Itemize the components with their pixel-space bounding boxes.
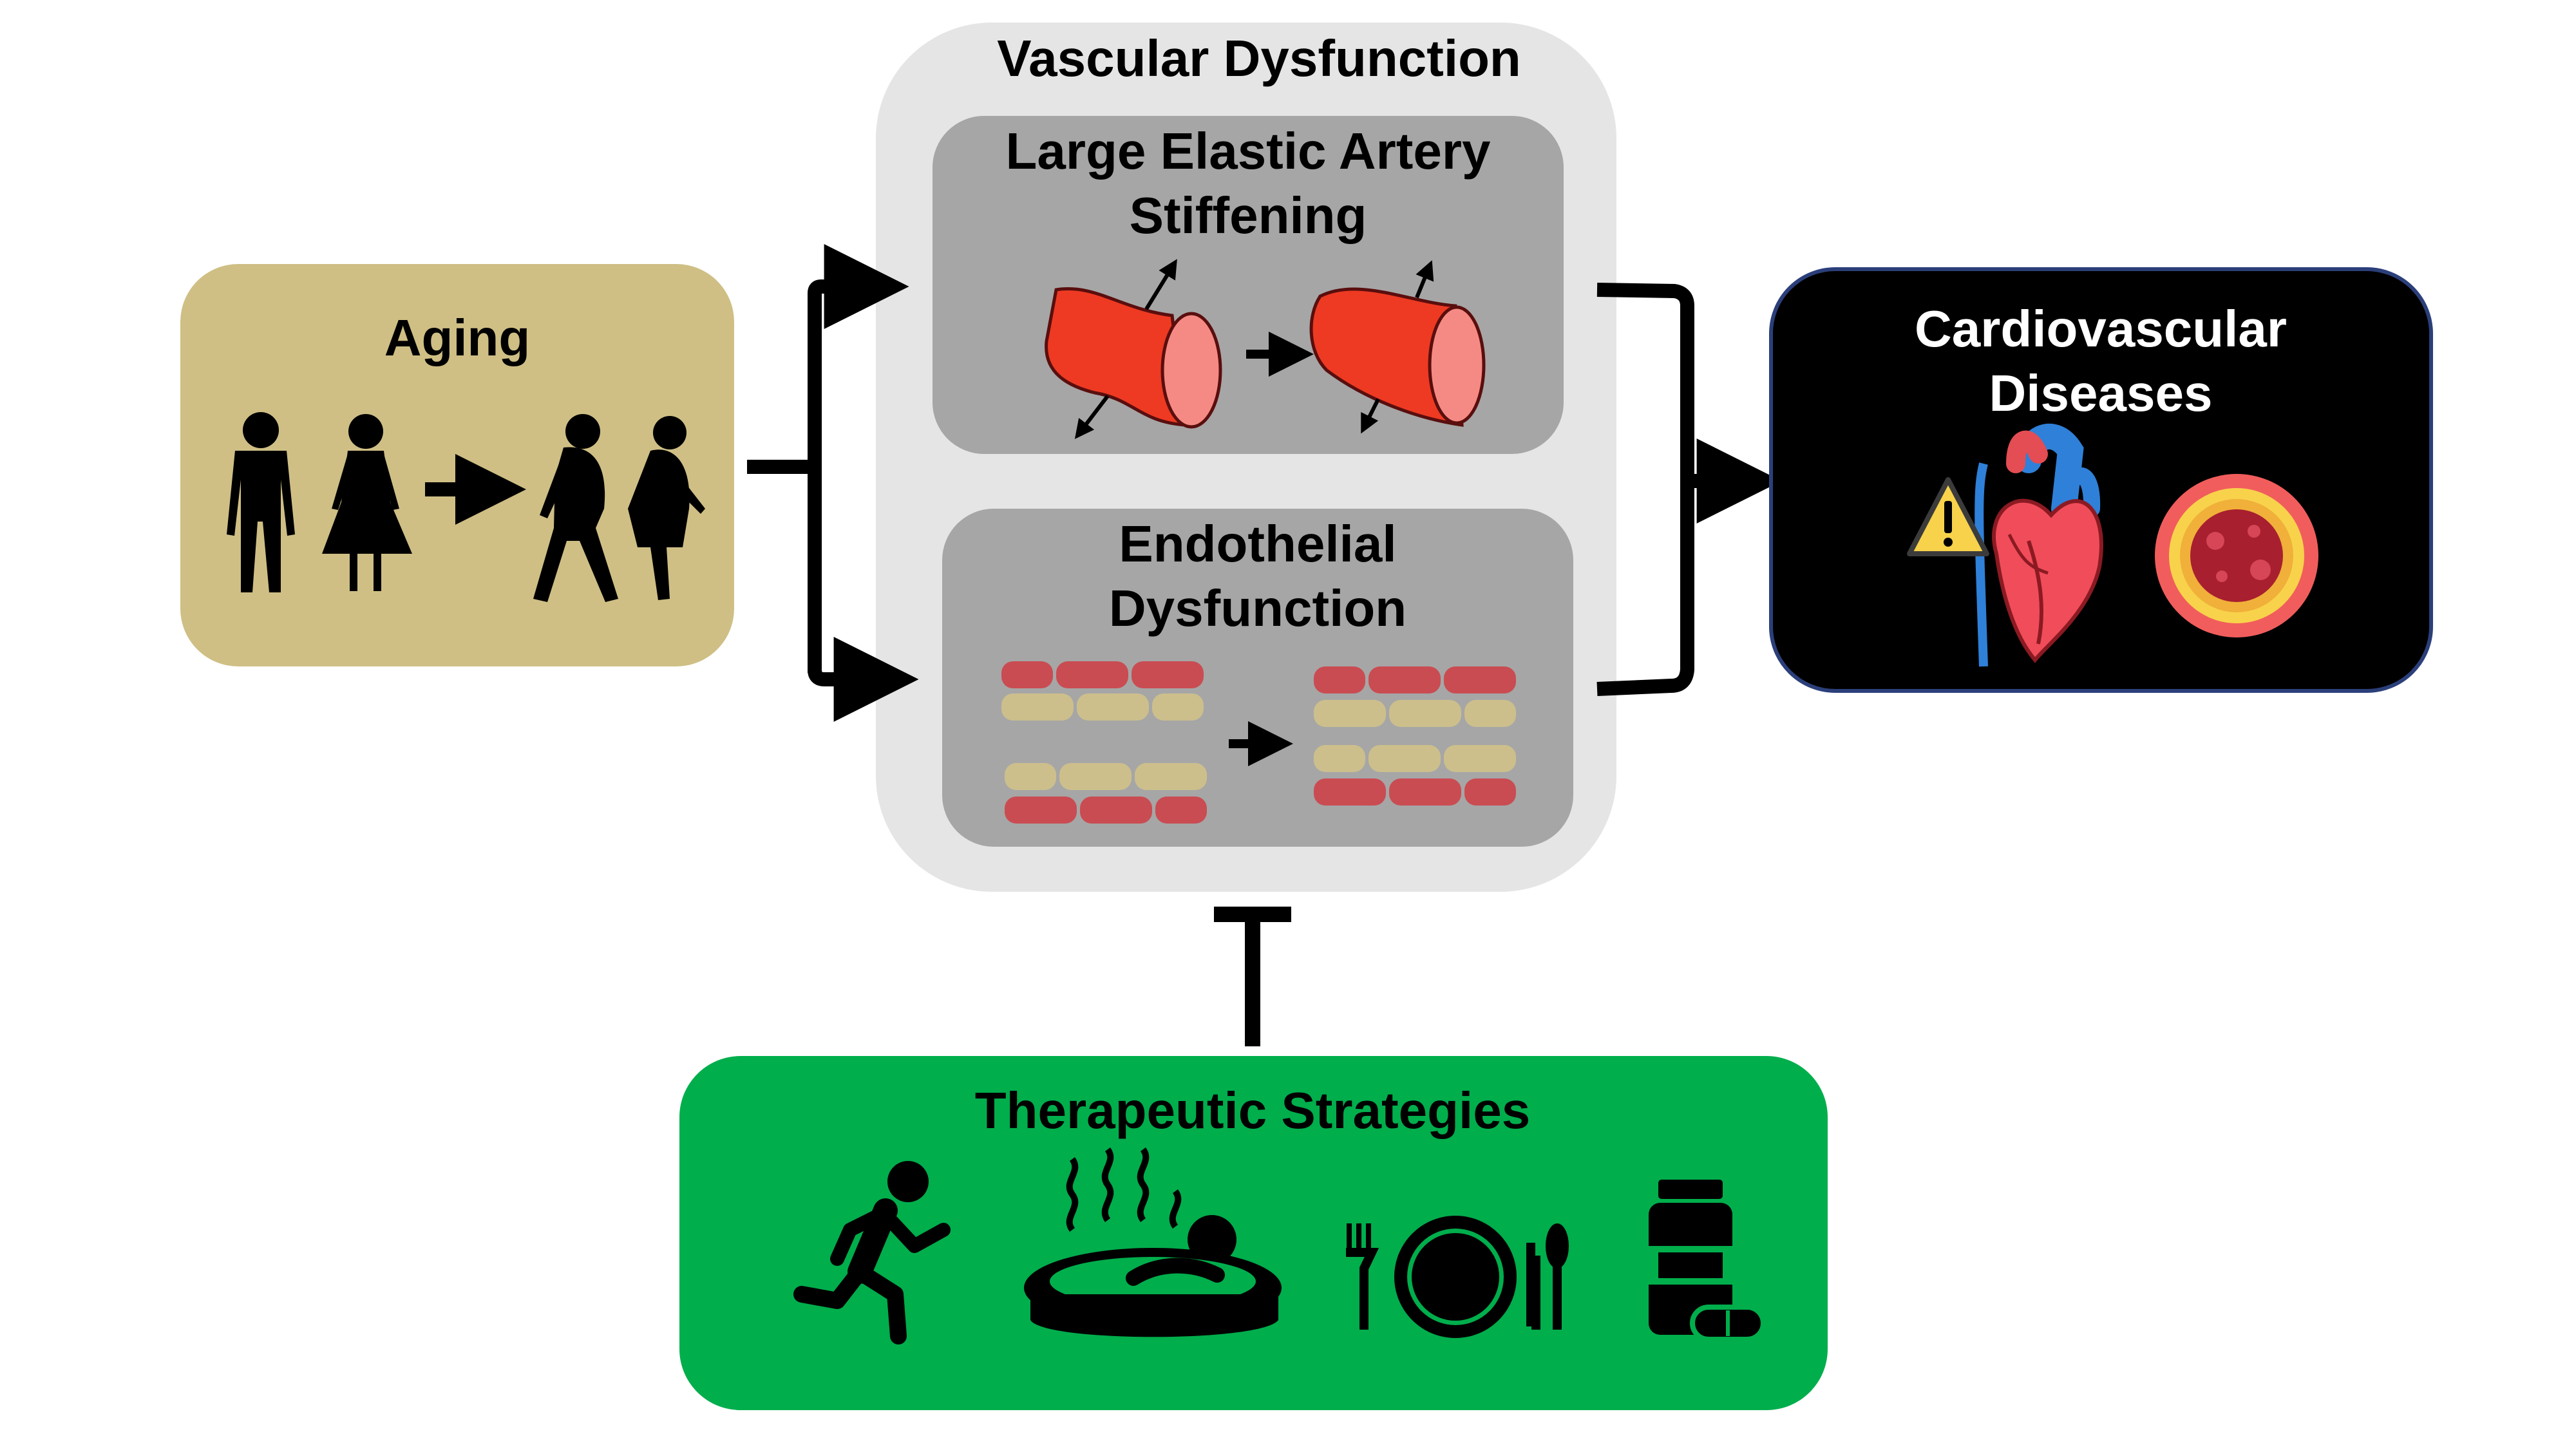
small-arrow-up-icon xyxy=(1415,260,1434,299)
cvd-title-line1: Cardiovascular xyxy=(1915,300,2287,357)
warning-icon xyxy=(1907,477,1989,556)
aging-to-vascular-connector xyxy=(747,244,919,722)
artery-plaque-icon xyxy=(2155,474,2318,637)
elastic-artery-icon xyxy=(1045,287,1222,429)
dysfunctional-endothelium-icon xyxy=(1314,666,1516,806)
young-woman-silhouette-icon xyxy=(322,414,412,591)
therapy-title: Therapeutic Strategies xyxy=(975,1082,1531,1139)
artery-stiffening-panel: Large Elastic Artery Stiffening xyxy=(933,116,1564,454)
artery-title-line1: Large Elastic Artery xyxy=(1006,122,1491,180)
young-man-silhouette-icon xyxy=(227,412,295,592)
elderly-man-silhouette-icon xyxy=(533,414,618,602)
expand-arrow-down-icon xyxy=(1074,395,1110,439)
running-icon xyxy=(793,1161,951,1344)
artery-title-line2: Stiffening xyxy=(1130,187,1367,244)
elderly-woman-silhouette-icon xyxy=(628,416,705,600)
therapy-inhibits-connector xyxy=(1214,907,1291,1046)
stiff-artery-icon xyxy=(1309,287,1486,427)
endothelial-title-line1: Endothelial xyxy=(1119,515,1396,572)
expand-arrow-up-icon xyxy=(1144,259,1177,310)
vascular-dysfunction-box: Vascular Dysfunction Large Elastic Arter… xyxy=(876,23,1616,892)
endothelial-dysfunction-panel: Endothelial Dysfunction xyxy=(942,509,1573,847)
cvd-box: Cardiovascular Diseases xyxy=(1769,267,2433,693)
therapy-box-bg xyxy=(679,1056,1828,1410)
small-arrow-down-icon xyxy=(1361,398,1380,434)
aging-box: Aging xyxy=(180,264,734,666)
heart-icon xyxy=(1975,424,2103,667)
endothelial-title-line2: Dysfunction xyxy=(1109,580,1406,637)
cvd-title-line2: Diseases xyxy=(1989,364,2213,422)
hot-bath-icon xyxy=(1024,1147,1282,1337)
therapy-box: Therapeutic Strategies xyxy=(679,1056,1828,1410)
vascular-to-cvd-connector xyxy=(1596,283,1782,696)
vascular-title: Vascular Dysfunction xyxy=(997,30,1521,87)
healthy-endothelium-icon xyxy=(1001,661,1207,824)
aging-title: Aging xyxy=(384,309,531,366)
diet-plate-icon xyxy=(1346,1216,1569,1338)
medication-icon xyxy=(1649,1180,1766,1342)
